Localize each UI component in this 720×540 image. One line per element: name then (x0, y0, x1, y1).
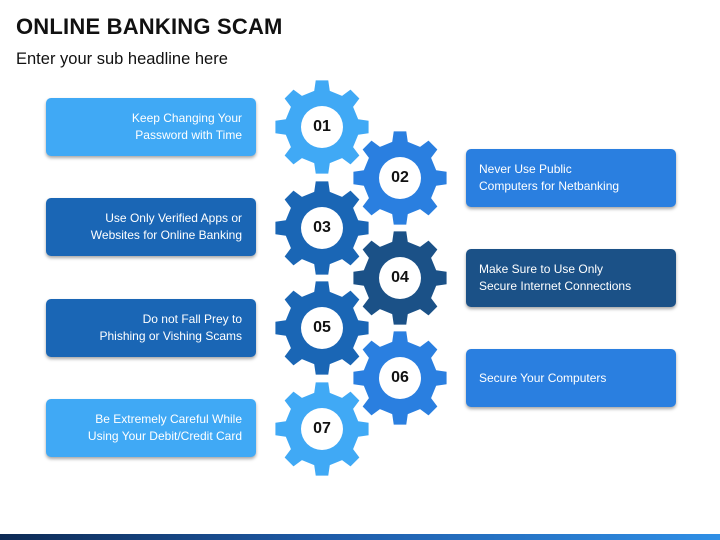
page-title: ONLINE BANKING SCAM (16, 14, 283, 39)
gear-icon-03: 03 (274, 180, 370, 276)
step-box-05: Do not Fall Prey to Phishing or Vishing … (46, 299, 256, 357)
gear-icon-06: 06 (352, 330, 448, 426)
gear-shape (353, 231, 447, 325)
gear-icon-02: 02 (352, 130, 448, 226)
gear-icon-04: 04 (352, 230, 448, 326)
step-box-07: Be Extremely Careful While Using Your De… (46, 399, 256, 457)
gear-icon-01: 01 (274, 79, 370, 175)
gear-shape (353, 131, 447, 225)
gear-shape (275, 80, 369, 174)
step-number-04: 04 (391, 269, 409, 286)
gear-shape (275, 281, 369, 375)
gear-icon-07: 07 (274, 381, 370, 477)
gear-shape (353, 331, 447, 425)
step-box-01: Keep Changing Your Password with Time (46, 98, 256, 156)
gear-shape (275, 181, 369, 275)
gear-shape (275, 382, 369, 476)
step-number-03: 03 (313, 219, 331, 236)
step-box-04: Make Sure to Use Only Secure Internet Co… (466, 249, 676, 307)
step-box-03: Use Only Verified Apps or Websites for O… (46, 198, 256, 256)
page-subtitle: Enter your sub headline here (16, 50, 228, 68)
step-number-01: 01 (313, 118, 331, 135)
step-number-06: 06 (391, 369, 409, 386)
step-box-02: Never Use Public Computers for Netbankin… (466, 149, 676, 207)
step-number-05: 05 (313, 319, 331, 336)
bottom-accent-bar (0, 534, 720, 540)
gear-icon-05: 05 (274, 280, 370, 376)
step-number-02: 02 (391, 169, 409, 186)
step-box-06: Secure Your Computers (466, 349, 676, 407)
step-number-07: 07 (313, 420, 331, 437)
